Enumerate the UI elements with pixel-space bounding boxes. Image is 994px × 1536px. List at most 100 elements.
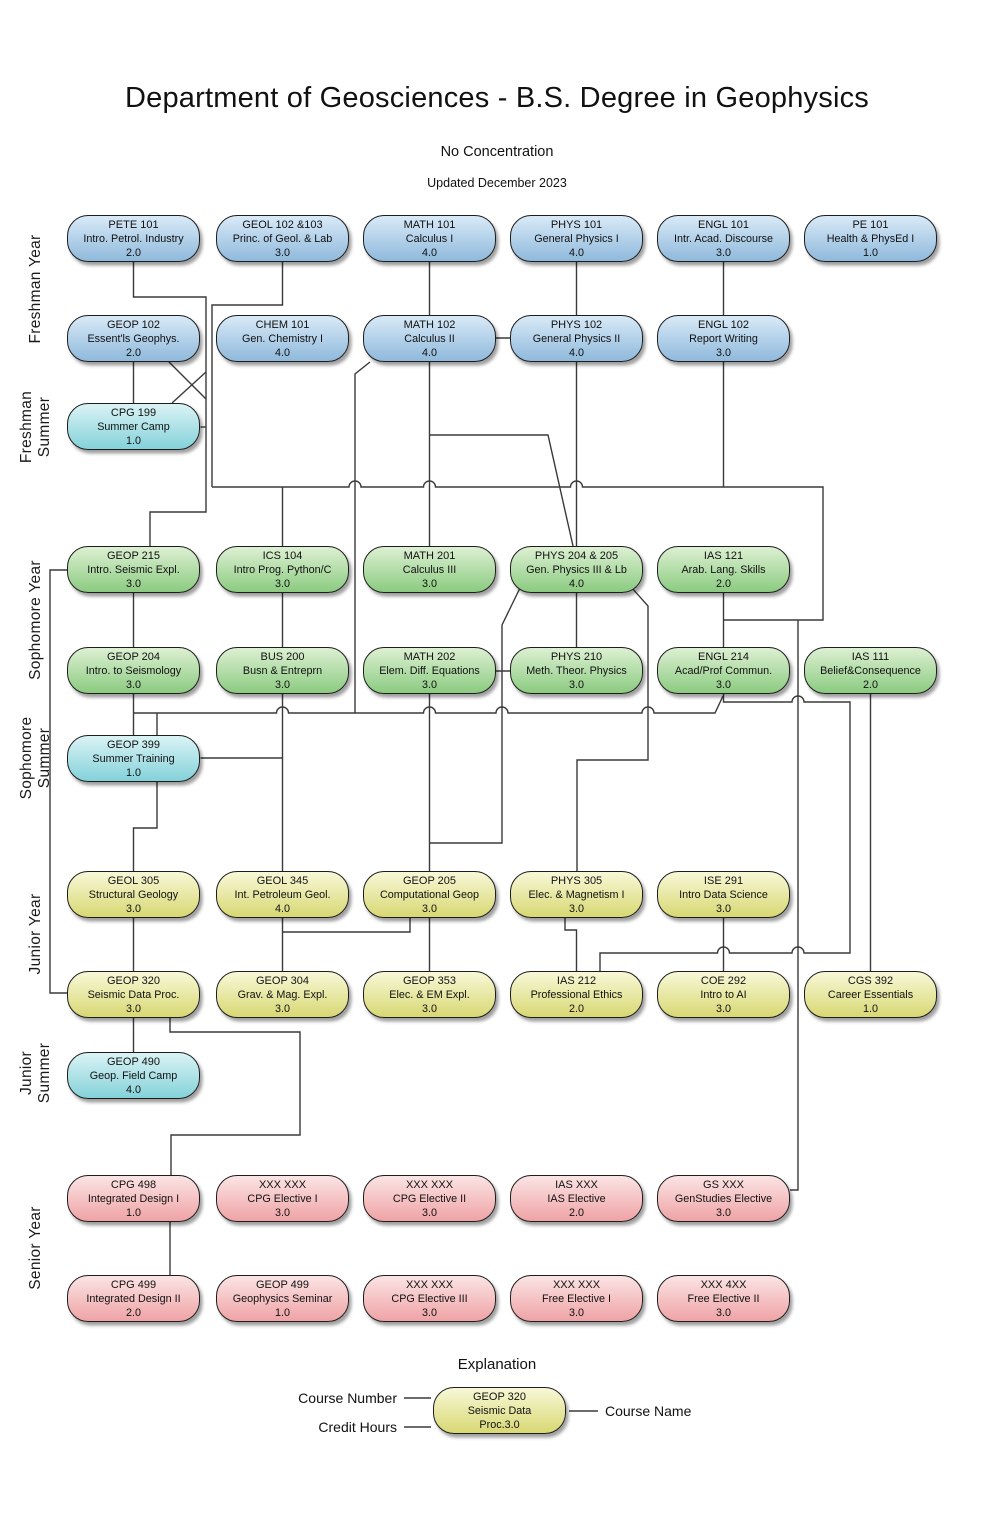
course-code: IAS 111 bbox=[851, 650, 890, 663]
course-code: GEOP 320 bbox=[107, 974, 160, 987]
course-code: IAS 212 bbox=[556, 974, 597, 987]
course-code: XXX XXX bbox=[552, 1278, 601, 1291]
course-name: Belief&Consequence bbox=[820, 664, 921, 677]
course-name: Summer Camp bbox=[97, 420, 170, 433]
course-name: Structural Geology bbox=[88, 888, 179, 901]
course-credits: 4.0 bbox=[568, 346, 584, 359]
course-code: XXX 4XX bbox=[700, 1278, 747, 1291]
course-code: ISE 291 bbox=[703, 874, 744, 887]
course-credits: 3.0 bbox=[421, 1206, 437, 1219]
course-code: GEOP 205 bbox=[403, 874, 456, 887]
course-code: GEOP 399 bbox=[107, 738, 160, 751]
course-credits: 1.0 bbox=[862, 246, 878, 259]
course-credits: 3.0 bbox=[715, 1206, 731, 1219]
course-credits: 4.0 bbox=[421, 246, 437, 259]
course-credits: 4.0 bbox=[568, 577, 584, 590]
course-name: General Physics II bbox=[532, 332, 621, 345]
course-name: Intro Data Science bbox=[679, 888, 768, 901]
course-name: Free Elective II bbox=[687, 1292, 760, 1305]
course-code: IAS XXX bbox=[555, 1178, 598, 1191]
course-name: Free Elective I bbox=[541, 1292, 611, 1305]
course-name: Summer Training bbox=[92, 752, 175, 765]
course-name: Professional Ethics bbox=[530, 988, 623, 1001]
course-credits: 3.0 bbox=[125, 1002, 141, 1015]
course-credits: 2.0 bbox=[568, 1206, 584, 1219]
course-code: ICS 104 bbox=[262, 549, 303, 562]
course-credits: 3.0 bbox=[421, 1306, 437, 1319]
course-code: XXX XXX bbox=[405, 1178, 454, 1191]
course-name: Gen. Chemistry I bbox=[242, 332, 323, 345]
course-name: Intro Prog. Python/C bbox=[233, 563, 332, 576]
course-name: Busn & Entreprn bbox=[242, 664, 323, 677]
course-credits: 3.0 bbox=[568, 1306, 584, 1319]
course-credits: 1.0 bbox=[125, 1206, 141, 1219]
course-name: General Physics I bbox=[534, 232, 619, 245]
course-name: Health & PhysEd I bbox=[826, 232, 915, 245]
course-name: Arab. Lang. Skills bbox=[681, 563, 766, 576]
course-code: CHEM 101 bbox=[255, 318, 310, 331]
course-name: Essent'ls Geophys. bbox=[87, 332, 180, 345]
course-code: PETE 101 bbox=[108, 218, 159, 231]
course-name: Report Writing bbox=[689, 332, 758, 345]
course-name: CPG Elective III bbox=[391, 1292, 468, 1305]
year-label-freshman-year: Freshman Year bbox=[27, 234, 44, 344]
course-credits: 3.0 bbox=[274, 678, 290, 691]
course-credits: 1.0 bbox=[862, 1002, 878, 1015]
course-code: PE 101 bbox=[852, 218, 889, 231]
year-label-freshman-summer: Freshman Summer bbox=[18, 390, 53, 464]
course-name: Grav. & Mag. Expl. bbox=[237, 988, 328, 1001]
year-label-junior-year: Junior Year bbox=[27, 893, 44, 975]
legend-course-name-label: Course Name bbox=[605, 1403, 692, 1419]
course-code: GEOL 345 bbox=[256, 874, 309, 887]
course-code: GEOP 304 bbox=[256, 974, 309, 987]
course-name: CPG Elective I bbox=[247, 1192, 318, 1205]
course-name: Gen. Physics III & Lb bbox=[526, 563, 627, 576]
course-credits: 1.0 bbox=[274, 1306, 290, 1319]
course-credits: 2.0 bbox=[125, 1306, 141, 1319]
legend-course-number-label: Course Number bbox=[298, 1390, 397, 1406]
course-credits: 4.0 bbox=[274, 346, 290, 359]
course-code: GEOP 320 bbox=[473, 1390, 526, 1403]
connector-lines bbox=[49, 262, 872, 1428]
course-name: Seismic Data Proc. bbox=[87, 988, 180, 1001]
course-code: GEOP 215 bbox=[107, 549, 160, 562]
course-credits: 3.0 bbox=[715, 902, 731, 915]
course-code: GEOL 102 &103 bbox=[242, 218, 323, 231]
course-name: Intr. Acad. Discourse bbox=[673, 232, 774, 245]
course-credits: 3.0 bbox=[274, 577, 290, 590]
course-credits: 2.0 bbox=[125, 346, 141, 359]
course-code: CGS 392 bbox=[847, 974, 894, 987]
course-code: GEOL 305 bbox=[107, 874, 160, 887]
course-code: CPG 499 bbox=[110, 1278, 157, 1291]
course-credits: 3.0 bbox=[125, 902, 141, 915]
course-code: MATH 201 bbox=[403, 549, 456, 562]
year-label-sophomore-summer: Sophomore Summer bbox=[18, 716, 53, 800]
course-name: Intro. to Seismology bbox=[85, 664, 182, 677]
course-name: Intro. Petrol. Industry bbox=[83, 232, 184, 245]
